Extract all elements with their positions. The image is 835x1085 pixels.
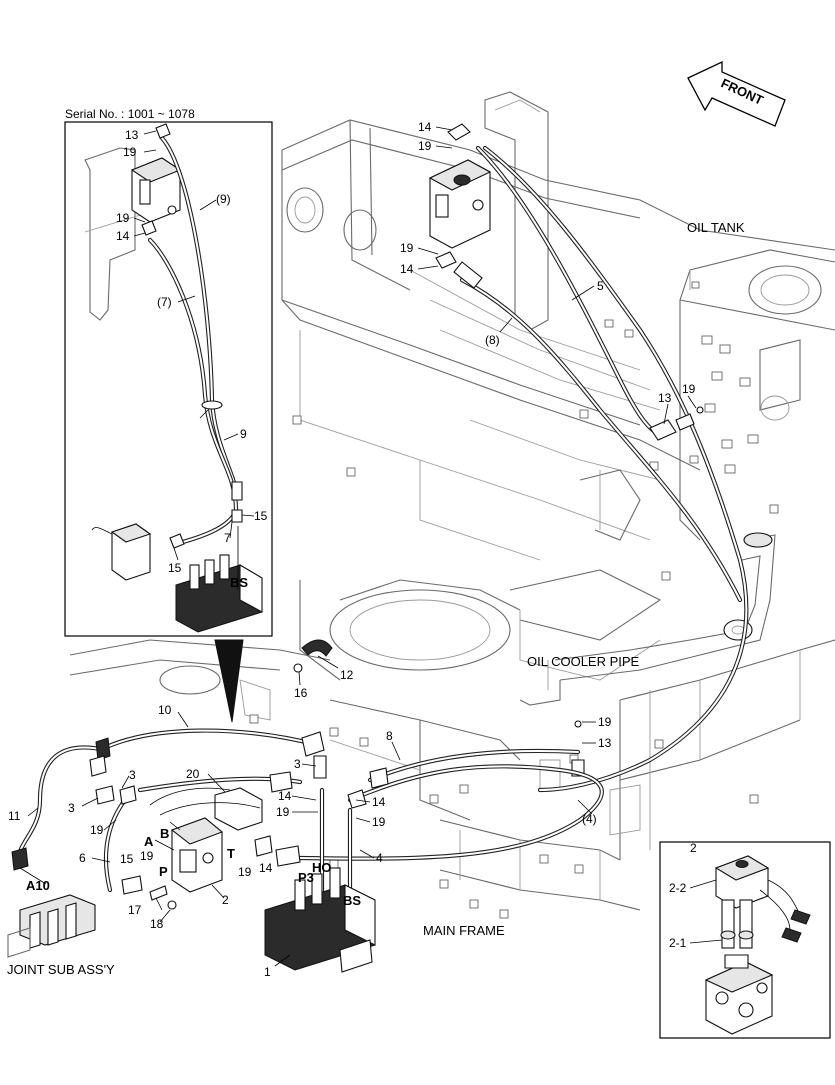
left-label-18: 18: [150, 917, 164, 931]
top-label-13: 13: [658, 391, 672, 405]
leader-lines: [19, 126, 697, 967]
mid-label-13: 13: [598, 736, 612, 750]
mid-label-10: 10: [158, 703, 172, 717]
inset-border: [64, 121, 273, 637]
top-label-19c: 19: [682, 382, 696, 396]
left-label-BS: BS: [343, 893, 361, 908]
left-label-19b: 19: [90, 823, 104, 837]
inset-label-9: 9: [240, 427, 247, 441]
detail-label-2-2: 2-2: [669, 881, 687, 895]
inset-label-19b: 19: [116, 211, 130, 225]
left-label-19c: 19: [140, 849, 154, 863]
left-label-P3: P3: [298, 870, 314, 885]
left-label-HO: HO: [312, 860, 332, 875]
left-label-3b: 3: [294, 757, 301, 771]
left-label-19d: 19: [238, 865, 252, 879]
left-label-15: 15: [120, 852, 134, 866]
inset-label-14: 14: [116, 229, 130, 243]
left-label-6: 6: [79, 851, 86, 865]
top-label-19a: 19: [418, 139, 432, 153]
inset-pointer: [214, 639, 244, 723]
left-label-20: 20: [186, 767, 200, 781]
left-label-B: B: [160, 826, 169, 841]
inset-label-7: 7: [224, 531, 231, 545]
inset-label-13: 13: [125, 128, 139, 142]
mid-label-19b: 19: [372, 815, 386, 829]
left-label-3a: 3: [129, 768, 136, 782]
inset-label-15b: 15: [168, 561, 182, 575]
mid-label-4: 4: [376, 851, 383, 865]
top-label-5: 5: [597, 279, 604, 293]
oil-cooler-pipe-caption: OIL COOLER PIPE: [527, 654, 640, 669]
mid-label-19a: 19: [598, 715, 612, 729]
left-label-A10: A10: [26, 878, 50, 893]
detail-box: [659, 841, 831, 1039]
main-frame-caption: MAIN FRAME: [423, 923, 505, 938]
left-label-1: 1: [264, 965, 271, 979]
left-label-P: P: [159, 864, 168, 879]
mid-label-4p: (4): [582, 812, 597, 826]
detail-label-2-1: 2-1: [669, 936, 687, 950]
inset-label-7p: (7): [157, 295, 172, 309]
inset-label-bs: BS: [230, 575, 248, 590]
inset-panel: [64, 121, 273, 637]
inset-label-19a: 19: [123, 145, 137, 159]
mid-label-8: 8: [386, 729, 393, 743]
serial-number: Serial No. : 1001 ~ 1078: [65, 107, 195, 121]
left-label-14b: 14: [259, 861, 273, 875]
hose-clamp: [293, 639, 333, 673]
left-label-T: T: [227, 846, 235, 861]
left-label-A: A: [144, 834, 154, 849]
joint-sub-caption: JOINT SUB ASS'Y: [7, 962, 115, 977]
top-label-14a: 14: [418, 120, 432, 134]
lower-hose-assembly: [7, 728, 604, 973]
left-label-11: 11: [8, 809, 21, 823]
left-label-17: 17: [128, 903, 142, 917]
oil-tank-caption: OIL TANK: [687, 220, 745, 235]
top-label-8p: (8): [485, 333, 500, 347]
inset-label-9p: (9): [216, 192, 231, 206]
top-label-19b: 19: [400, 241, 414, 255]
left-label-2: 2: [222, 893, 229, 907]
mid-label-12: 12: [340, 668, 354, 682]
left-label-19a: 19: [276, 805, 290, 819]
left-label-14: 14: [278, 789, 292, 803]
detail-border: [659, 841, 831, 1039]
top-hose-assembly: [428, 123, 749, 793]
mid-label-14a: 14: [372, 795, 386, 809]
detail-title: 2: [690, 841, 697, 855]
top-label-14b: 14: [400, 262, 414, 276]
front-arrow: FRONT: [687, 60, 786, 127]
inset-label-15a: 15: [254, 509, 268, 523]
mid-label-16: 16: [294, 686, 308, 700]
left-label-3c: 3: [68, 801, 75, 815]
